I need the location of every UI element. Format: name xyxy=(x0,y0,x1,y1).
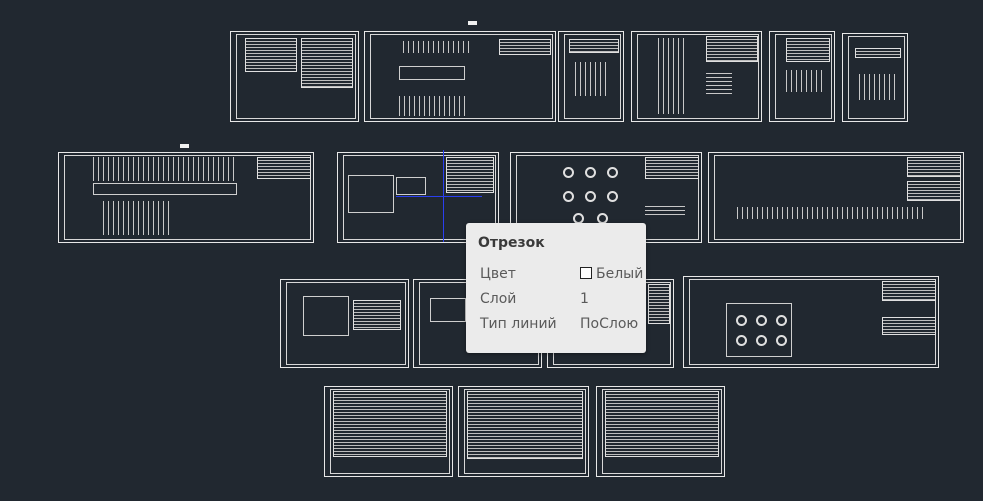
schematic-block xyxy=(855,74,895,100)
schematic-block xyxy=(733,207,923,219)
table-block xyxy=(467,391,583,459)
table-block xyxy=(257,157,311,179)
layout-circle xyxy=(585,191,596,202)
table-block xyxy=(786,38,830,62)
drawing-sheet[interactable] xyxy=(324,386,453,477)
layout-circle xyxy=(736,335,747,346)
sheet-label-marker xyxy=(468,21,477,25)
drawing-sheet[interactable] xyxy=(631,31,762,122)
schematic-block xyxy=(782,70,826,92)
table-block xyxy=(907,157,961,177)
schematic-block xyxy=(645,203,685,217)
drawing-sheet[interactable] xyxy=(58,152,314,243)
schematic-block xyxy=(430,298,466,322)
schematic-block xyxy=(395,96,467,116)
tooltip-title: Отрезок xyxy=(478,235,545,251)
drawing-sheet[interactable] xyxy=(337,152,499,243)
schematic-block xyxy=(93,183,237,195)
schematic-block xyxy=(726,303,792,357)
drawing-sheet[interactable] xyxy=(458,386,589,477)
table-block xyxy=(882,317,936,335)
tooltip-row-linetype: Тип линий ПоСлою xyxy=(478,312,638,337)
drawing-sheet[interactable] xyxy=(558,31,624,122)
drawing-sheet[interactable] xyxy=(280,279,409,368)
layout-circle xyxy=(776,315,787,326)
sheet-label-marker xyxy=(180,144,189,148)
tooltip-row-layer: Слой 1 xyxy=(478,287,634,312)
table-block xyxy=(605,391,719,457)
tooltip-value: Белый xyxy=(580,262,643,287)
table-block xyxy=(706,36,758,62)
layout-circle xyxy=(736,315,747,326)
table-block xyxy=(446,157,494,193)
schematic-block xyxy=(571,62,609,96)
tooltip-label: Слой xyxy=(480,291,517,307)
color-swatch-icon xyxy=(580,267,592,279)
object-properties-tooltip: Отрезок Цвет Белый Слой 1 Тип линий ПоСл… xyxy=(466,223,646,353)
table-block xyxy=(645,157,699,179)
table-block xyxy=(882,281,936,301)
drawing-sheet[interactable] xyxy=(708,152,964,243)
layout-circle xyxy=(585,167,596,178)
schematic-block xyxy=(99,201,169,235)
table-block xyxy=(855,48,901,58)
drawing-sheet[interactable] xyxy=(683,276,939,368)
tooltip-value-text: Белый xyxy=(596,266,644,282)
drawing-sheet[interactable] xyxy=(596,386,725,477)
tooltip-label: Цвет xyxy=(480,266,516,282)
tooltip-value: ПоСлою xyxy=(580,316,639,332)
layout-circle xyxy=(563,191,574,202)
layout-circle xyxy=(607,167,618,178)
tooltip-label: Тип линий xyxy=(480,316,557,332)
schematic-block xyxy=(399,66,465,80)
drawing-sheet[interactable] xyxy=(769,31,835,122)
schematic-block xyxy=(348,175,394,213)
layout-circle xyxy=(776,335,787,346)
table-block xyxy=(499,39,551,55)
layout-circle xyxy=(756,335,767,346)
crosshair-cursor-horizontal xyxy=(396,196,482,197)
table-block xyxy=(569,39,619,53)
schematic-block xyxy=(89,157,235,181)
tooltip-value: 1 xyxy=(580,291,589,307)
drawing-sheet[interactable] xyxy=(230,31,359,122)
schematic-block xyxy=(399,41,471,53)
table-block xyxy=(245,38,297,72)
table-block xyxy=(648,284,670,324)
drawing-sheet[interactable] xyxy=(842,33,908,122)
schematic-block xyxy=(396,177,426,195)
table-block xyxy=(907,181,961,201)
schematic-block xyxy=(303,296,349,336)
table-block xyxy=(301,38,353,88)
schematic-block xyxy=(654,38,688,114)
table-block xyxy=(333,391,447,457)
layout-circle xyxy=(756,315,767,326)
schematic-block xyxy=(706,70,732,94)
layout-circle xyxy=(607,191,618,202)
drawing-sheet[interactable] xyxy=(364,31,556,122)
tooltip-row-color: Цвет Белый xyxy=(478,262,643,287)
table-block xyxy=(353,300,401,330)
layout-circle xyxy=(563,167,574,178)
